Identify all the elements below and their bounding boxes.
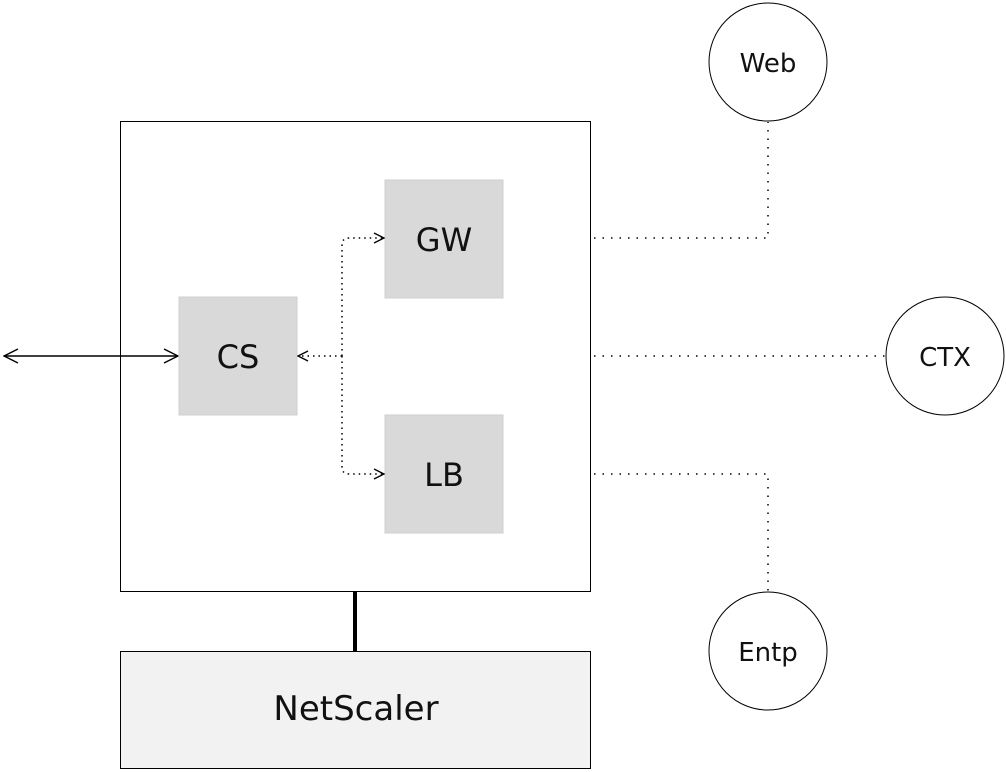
- entp-node-label: Entp: [738, 638, 798, 668]
- cs-to-gw-connector: [341, 238, 384, 356]
- ctx-node-label: CTX: [919, 343, 971, 373]
- web-node-label: Web: [740, 49, 797, 79]
- entp-node-circle: [708, 591, 828, 711]
- ctx-node-circle: [885, 296, 1005, 416]
- netscaler-label: NetScaler: [273, 689, 438, 729]
- lb-box: [384, 414, 504, 534]
- lb-label: LB: [424, 456, 464, 494]
- gw-box: [384, 179, 504, 299]
- gw-label: GW: [416, 221, 472, 259]
- cs-to-lb-connector: [341, 356, 384, 474]
- internal-routing-connectors: [298, 238, 384, 474]
- external-dotted-links: [594, 122, 886, 592]
- gw-to-web-link: [594, 122, 769, 239]
- lb-to-entp-link: [594, 473, 769, 592]
- web-node-circle: [708, 2, 828, 122]
- cs-box: [178, 296, 298, 416]
- netscaler-box: [120, 651, 591, 769]
- cs-label: CS: [217, 338, 260, 376]
